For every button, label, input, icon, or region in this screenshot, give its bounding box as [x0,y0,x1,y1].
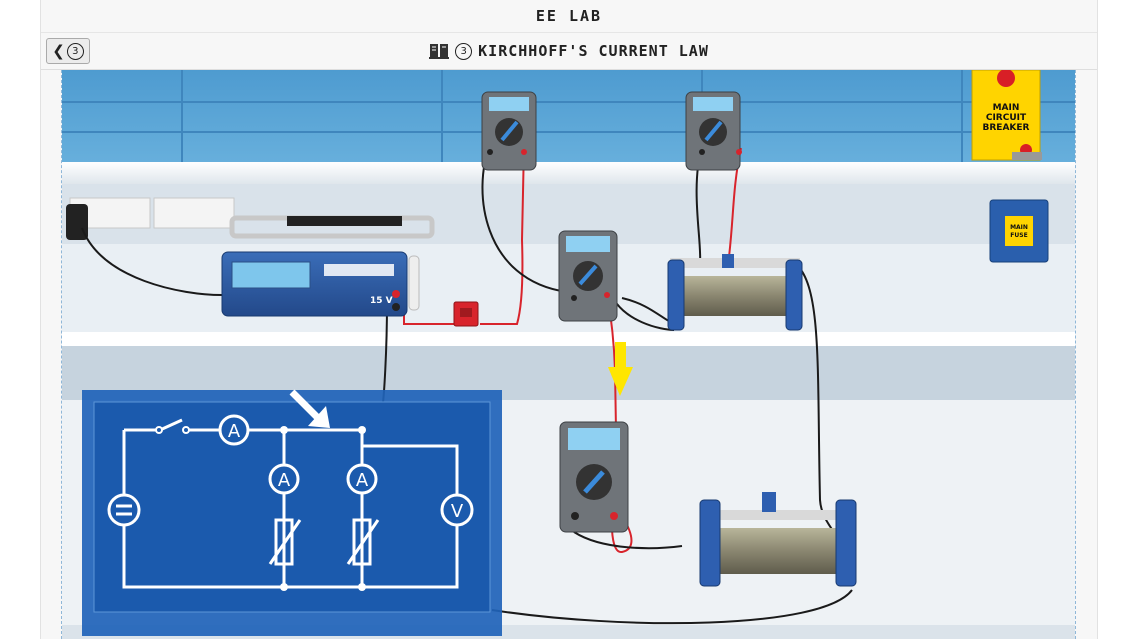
schematic-ammeter-branch-1: A [268,463,300,495]
schematic-ammeter-main: A [218,414,250,446]
circuit-schematic: A A A V [82,389,502,636]
breaker-label-3: BREAKER [983,123,1030,133]
voltmeter-label: V [451,501,464,522]
lesson-number-badge: 3 [455,42,473,60]
rheostat-lower[interactable] [699,492,857,587]
ammeter-label-branch-1: A [278,470,291,491]
schematic-pointer-arrow [289,389,330,428]
schematic-ammeter-branch-2: A [346,463,378,495]
main-circuit-breaker[interactable]: MAIN CIRCUIT BREAKER [971,70,1042,161]
ammeter-label-branch-2: A [356,470,369,491]
schematic-battery-symbol [107,493,141,527]
multimeter-4[interactable] [559,421,629,533]
app-title: EE LAB [535,7,603,25]
breaker-label-1: MAIN [993,103,1020,113]
app-window: EE LAB ❮ 3 3 KIRCHHOFF'S CURRENT LAW [40,0,1098,639]
lab-scene: MAIN CIRCUIT BREAKER MAIN FUSE [61,70,1076,639]
lesson-title: KIRCHHOFF'S CURRENT LAW [478,42,709,60]
main-fuse[interactable]: MAIN FUSE [989,199,1049,263]
power-supply[interactable]: 15 V [221,215,435,317]
yellow-arrow-indicator [608,342,633,396]
multimeter-2[interactable] [685,91,742,171]
title-bar: EE LAB [41,0,1097,33]
back-number-badge: 3 [66,42,84,60]
breaker-label-2: CIRCUIT [986,113,1027,123]
ammeter-label-main: A [228,421,241,442]
nav-bar: ❮ 3 3 KIRCHHOFF'S CURRENT LAW [41,33,1097,70]
fuse-label-1: MAIN [1010,224,1028,231]
chevron-left-icon: ❮ [52,42,65,60]
circuit-switch[interactable] [453,301,479,327]
book-icon [429,44,450,59]
psu-voltage-label: 15 V [370,296,393,306]
multimeter-1[interactable] [481,91,537,171]
lab-scene-canvas: MAIN CIRCUIT BREAKER MAIN FUSE [62,70,1075,639]
upper-shelf [62,162,1075,184]
schematic-voltmeter: V [440,493,474,527]
lesson-header: 3 KIRCHHOFF'S CURRENT LAW [429,42,709,60]
rheostat-upper[interactable] [667,254,803,331]
fuse-label-2: FUSE [1010,232,1027,239]
back-button[interactable]: ❮ 3 [46,38,90,64]
multimeter-3[interactable] [558,230,618,322]
